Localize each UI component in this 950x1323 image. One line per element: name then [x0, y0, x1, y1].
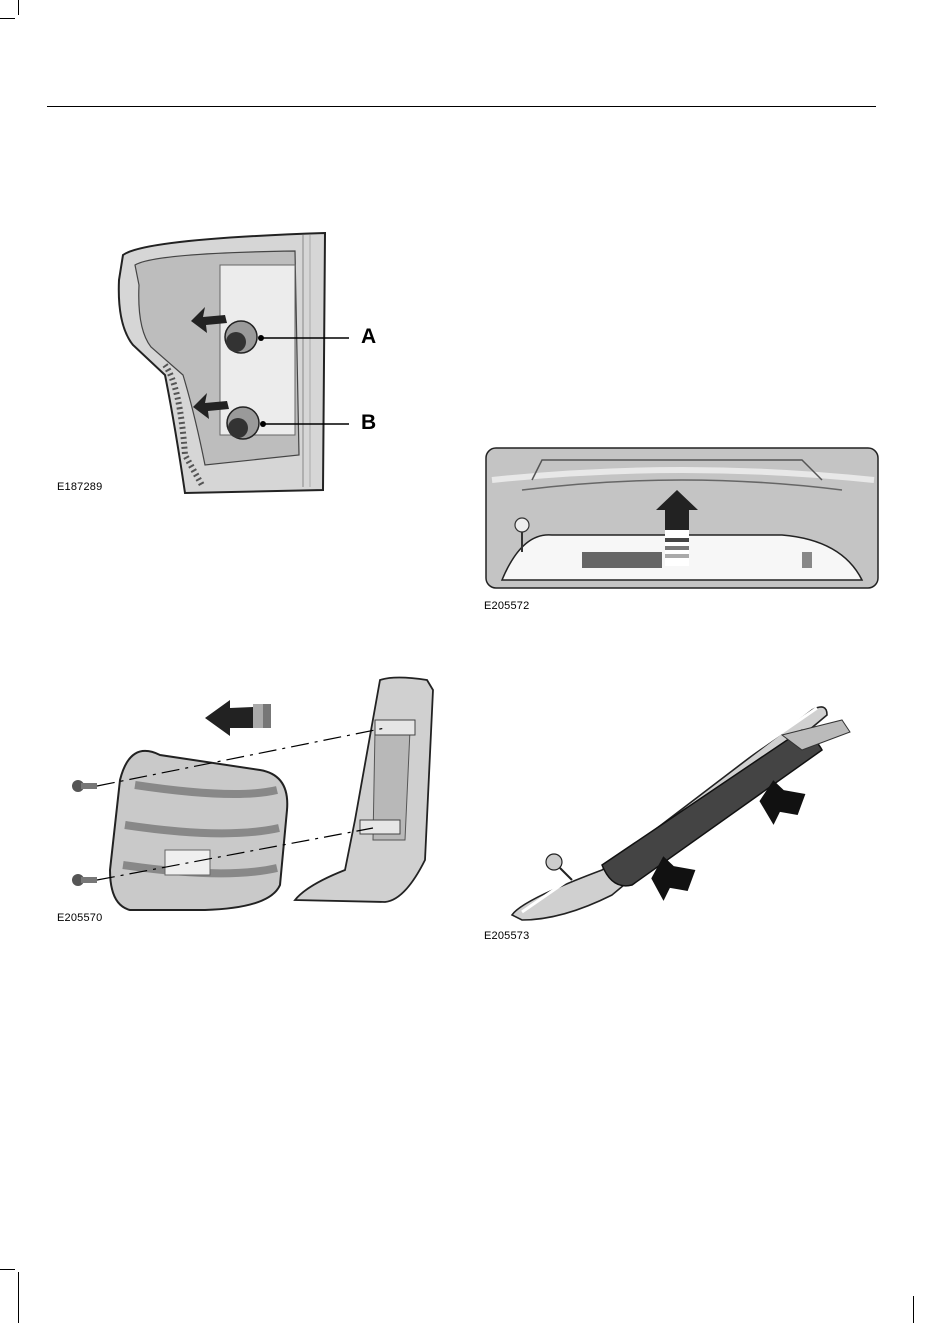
- figure-stop-lamp-assembly: E205573: [482, 690, 882, 950]
- crop-mark-bottom-left-v: [18, 1272, 19, 1323]
- stop-lamp-assembly-illustration: [482, 690, 882, 950]
- crop-mark-bottom-right-v: [913, 1296, 914, 1323]
- callout-b: B: [361, 411, 376, 435]
- figure-lamp-bulb-holders: A B E187289: [55, 225, 385, 500]
- header-rule: [47, 106, 876, 107]
- figure-code: E205573: [484, 930, 529, 942]
- figure-code: E205570: [57, 912, 102, 924]
- stop-lamp-illustration: [482, 440, 882, 620]
- lamp-bulb-holders-illustration: [55, 225, 385, 500]
- lamp-removal-illustration: [55, 670, 445, 935]
- callout-a: A: [361, 325, 376, 349]
- crop-mark-top-left-h: [0, 18, 15, 19]
- crop-mark-bottom-left-h: [0, 1269, 15, 1270]
- figure-lamp-removal: E205570: [55, 670, 445, 935]
- crop-mark-top-left-v: [18, 0, 19, 15]
- figure-stop-lamp: E205572: [482, 440, 882, 620]
- figure-code: E187289: [57, 481, 102, 493]
- figure-code: E205572: [484, 600, 529, 612]
